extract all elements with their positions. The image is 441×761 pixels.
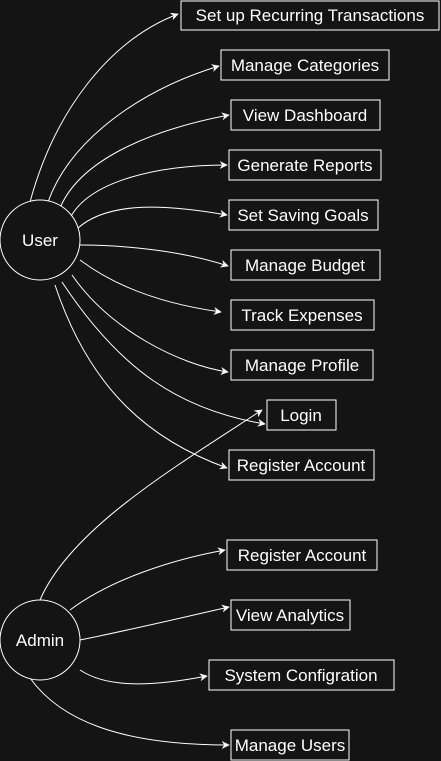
use-case-label: View Analytics: [236, 606, 344, 625]
use-case-reports[interactable]: Generate Reports: [228, 149, 382, 181]
use-case-expenses[interactable]: Track Expenses: [230, 299, 375, 331]
use-case-label: Track Expenses: [241, 306, 362, 325]
use-case-login[interactable]: Login: [266, 399, 337, 431]
connector-admin-to-login: [39, 409, 263, 601]
use-case-label: Set up Recurring Transactions: [196, 6, 425, 25]
use-case-label: System Configration: [224, 666, 377, 685]
use-case-categories[interactable]: Manage Categories: [220, 49, 390, 81]
use-case-saving-goals[interactable]: Set Saving Goals: [228, 199, 379, 231]
connector-user-to-reports: [69, 161, 228, 219]
use-case-label: View Dashboard: [243, 106, 367, 125]
connector-user-to-recurring: [29, 12, 179, 203]
use-case-manage-users[interactable]: Manage Users: [230, 729, 350, 761]
use-case-system-config[interactable]: System Configration: [208, 659, 395, 691]
connector-admin-to-analytics: [79, 604, 230, 641]
connector-user-to-profile: [71, 274, 229, 375]
connector-user-to-expenses: [79, 259, 222, 315]
use-case-register-admin[interactable]: Register Account: [226, 539, 378, 571]
use-case-label: Manage Users: [235, 736, 346, 755]
connector-user-to-login: [61, 281, 266, 427]
use-case-label: Manage Budget: [245, 256, 365, 275]
use-case-profile[interactable]: Manage Profile: [230, 349, 374, 381]
actor-admin[interactable]: Admin: [0, 599, 81, 681]
actor-user-label: User: [22, 231, 58, 250]
use-case-label: Generate Reports: [237, 156, 372, 175]
connector-admin-to-system_config: [79, 669, 208, 685]
use-case-label: Login: [280, 406, 322, 425]
use-case-label: Set Saving Goals: [237, 206, 368, 225]
use-case-dashboard[interactable]: View Dashboard: [230, 99, 381, 131]
connector-admin-to-manage_users: [29, 677, 230, 749]
actor-admin-label: Admin: [16, 631, 64, 650]
connector-user-to-register_user: [54, 284, 228, 470]
use-case-label: Register Account: [237, 456, 366, 475]
use-case-register-user[interactable]: Register Account: [228, 449, 375, 481]
use-case-label: Manage Categories: [231, 56, 379, 75]
connector-user-to-categories: [47, 64, 220, 203]
connector-user-to-budget: [79, 244, 229, 268]
connector-admin-to-register_admin: [69, 547, 226, 611]
connections-layer: [29, 12, 266, 749]
use-case-label: Register Account: [238, 546, 367, 565]
use-case-label: Manage Profile: [245, 356, 359, 375]
use-case-budget[interactable]: Manage Budget: [230, 249, 381, 281]
use-case-recurring[interactable]: Set up Recurring Transactions: [180, 0, 440, 31]
connector-user-to-dashboard: [59, 112, 230, 209]
actor-user[interactable]: User: [0, 199, 81, 281]
connector-user-to-saving_goals: [77, 206, 228, 229]
use-case-analytics[interactable]: View Analytics: [230, 599, 351, 631]
